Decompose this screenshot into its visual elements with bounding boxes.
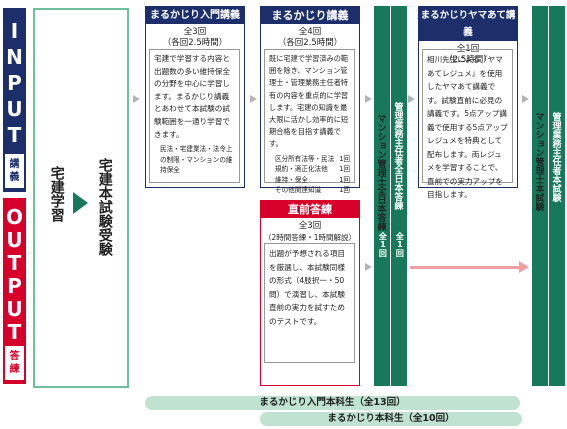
table-cell: 1回 — [339, 175, 350, 184]
mankan-zenkoku-bar — [374, 6, 390, 386]
input-phase-bar: I N P U T 講 義 — [3, 8, 26, 192]
table-cell: 1回 — [339, 186, 350, 195]
flow-arrow-icon — [408, 95, 415, 103]
input-letter: P — [7, 71, 22, 95]
mankan-exam-title: マンション管理士本試験 — [533, 112, 544, 211]
honka-lecture-box: まるかじり講義 全4回 （各回2.5時間） 既に宅建で学習済みの範囲を除き、マン… — [260, 6, 360, 194]
flow-arrow-icon — [522, 95, 529, 103]
flow-arrow-icon — [365, 95, 372, 103]
honka-time: （各回2.5時間） — [277, 38, 343, 48]
chokuzen-description: 出題が予想される項目を厳選し、本試験同様の形式（4肢択一・50問）で演習し、本試… — [269, 249, 345, 326]
yamaate-time: （2.5時間） — [444, 55, 492, 65]
nyumon-lecture-box: まるかじり入門講義 全3回 （各回2.5時間） 宅建で学習する内容と出題数の多い… — [145, 6, 245, 188]
input-letter: T — [7, 123, 22, 147]
nyumon-course-bar: まるかじり入門本科生（全13回） — [145, 396, 520, 410]
nyumon-course-label: まるかじり入門本科生（全13回） — [259, 397, 406, 408]
start-arrow-icon — [73, 192, 88, 214]
table-cell: その他関連知識 — [275, 186, 322, 195]
mankan-zenkoku-title: マンション管理士全日本答練 — [375, 114, 386, 231]
honka-title: まるかじり講義 — [261, 7, 359, 24]
kangyo-zenkoku-bar — [391, 6, 407, 386]
takken-study-label: 宅建学習 — [48, 166, 65, 222]
output-letter: U — [6, 297, 23, 321]
pink-arrow-icon — [519, 261, 529, 273]
chokuzen-count: 全3回 — [298, 221, 322, 231]
flow-arrow-icon — [365, 263, 372, 271]
honka-count: 全4回 — [298, 27, 322, 37]
honka-course-bar: まるかじり本科生（全10回） — [260, 412, 522, 426]
takken-exam-label: 宅建本試験受験 — [96, 158, 113, 256]
output-letter: T — [7, 251, 22, 275]
output-letter: O — [5, 205, 23, 229]
output-letter: T — [7, 320, 22, 344]
table-cell: 1回 — [339, 154, 350, 163]
input-letter: I — [10, 19, 19, 43]
output-phase-bar: O U T P U T 答 練 — [3, 198, 26, 384]
chokuzen-drill-box: 直前答練 全3回 （2時間答練・1時間解説） 出題が予想される項目を厳選し、本試… — [260, 200, 360, 386]
honka-course-label: まるかじり本科生（全10回） — [327, 413, 455, 424]
chokuzen-title: 直前答練 — [261, 201, 359, 218]
kangyo-exam-title: 管理業務主任者本試験 — [550, 112, 561, 202]
table-cell: 規約・適正化法他 — [275, 165, 328, 174]
nyumon-note: 民法・宅建業法・法令上の制限・マンションの維持保全 — [160, 145, 233, 175]
output-letter: P — [7, 274, 22, 298]
nyumon-desc-panel: 宅建で学習する内容と出題数の多い維持保全の分野を中心に学習します。まるかじり講義… — [149, 49, 240, 183]
output-letter: U — [6, 228, 23, 252]
kangyo-zenkoku-count: 全1回 — [395, 232, 405, 257]
output-sub-label: 答 練 — [5, 346, 24, 380]
flow-arrow-icon — [250, 95, 257, 103]
nyumon-description: 宅建で学習する内容と出題数の多い維持保全の分野を中心に学習します。まるかじり講義… — [154, 54, 230, 139]
yamaate-description: 相川先生による『ヤマあてレジュメ』を使用したヤマあて講義です。試験直前に必見の講… — [427, 55, 508, 199]
takken-start-box: 宅建学習 宅建本試験受験 — [33, 8, 129, 388]
input-letter: N — [6, 45, 23, 69]
table-cell: 区分所有法等・民法 — [275, 154, 335, 163]
mankan-exam-bar — [532, 6, 548, 386]
kangyo-zenkoku-title: 管理業務主任者全日本答練 — [392, 102, 403, 210]
kangyo-exam-bar — [549, 6, 565, 386]
flow-arrow-icon — [133, 95, 140, 103]
chokuzen-time: （2時間答練・1時間解説） — [263, 233, 357, 242]
yamaate-title: まるかじりヤマあて講義 — [419, 7, 517, 41]
table-cell: 1回 — [339, 165, 350, 174]
input-sub-label: 講 義 — [5, 154, 24, 188]
nyumon-count: 全3回 — [183, 27, 207, 37]
nyumon-time: （各回2.5時間） — [162, 38, 228, 48]
chokuzen-desc-panel: 出題が予想される項目を厳選し、本試験同様の形式（4肢択一・50問）で演習し、本試… — [264, 243, 355, 363]
yamaate-desc-panel: 相川先生による『ヤマあてレジュメ』を使用したヤマあて講義です。試験直前に必見の講… — [422, 49, 513, 199]
pink-arrow-shaft — [410, 266, 520, 269]
mankan-zenkoku-count: 全1回 — [378, 232, 388, 257]
honka-desc-panel: 既に宅建で学習済みの範囲を除き、マンション管理士・管理業務主任者特有の内容を重点… — [264, 49, 355, 194]
honka-description: 既に宅建で学習済みの範囲を除き、マンション管理士・管理業務主任者特有の内容を重点… — [269, 54, 349, 149]
yamaate-lecture-box: まるかじりヤマあて講義 全1回 （2.5時間） 相川先生による『ヤマあてレジュメ… — [418, 6, 518, 199]
table-cell: 維持・保全 — [275, 175, 308, 184]
honka-table: 区分所有法等・民法 1回 規約・適正化法他 1回 維持・保全 1回 その他関連知… — [269, 154, 350, 196]
input-letter: U — [6, 97, 23, 121]
nyumon-title: まるかじり入門講義 — [146, 7, 244, 24]
